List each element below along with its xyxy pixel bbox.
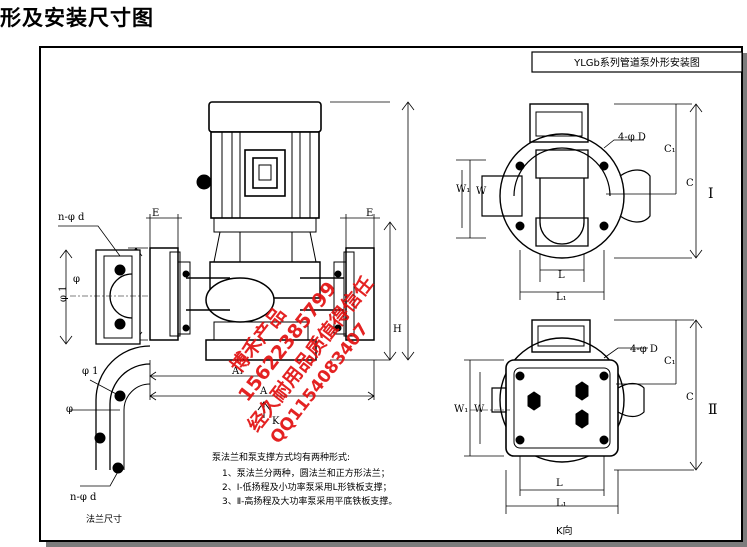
label-w-1: W [476, 186, 487, 197]
motor-knob [196, 174, 212, 190]
flange-caption: 法兰尺寸 [86, 513, 122, 525]
notes-item: 2、Ⅰ-低扬程及小功率泵采用L形铁板支撑； [222, 481, 392, 493]
label-a: A [259, 386, 268, 397]
label-phi-round: φ [66, 404, 73, 415]
label-c-2: C [686, 392, 694, 403]
label-c-1: C [686, 178, 694, 189]
label-phi1: φ 1 [58, 285, 69, 302]
pump-casing [209, 261, 321, 299]
motor-body [210, 131, 320, 219]
label-c1-1: C₁ [664, 144, 676, 155]
terminal-box [244, 149, 286, 197]
inlet-flange [149, 247, 179, 341]
label-l1-2: L₁ [556, 498, 567, 509]
k-view-caption: K向 [556, 524, 573, 537]
label-h: H [393, 324, 402, 335]
page-heading: 形及安装尺寸图 [0, 6, 154, 30]
label-n-phi-d-round: n-φ d [70, 492, 97, 503]
notes-title: 泵法兰和泵支撑方式均有两种形式: [212, 451, 350, 463]
label-e-right: E [366, 208, 373, 219]
label-a1: A₁ [231, 366, 243, 377]
label-w1-1: W₁ [456, 184, 470, 195]
label-roman-2: Ⅱ [708, 402, 718, 418]
drawing-frame [39, 46, 743, 542]
notes-item: 3、Ⅱ-高扬程及大功率泵采用平底铁板支撑。 [222, 495, 397, 507]
label-n-phi-d: n-φ d [58, 212, 85, 223]
outlet-flange [345, 247, 375, 341]
label-c1-2: C₁ [664, 356, 676, 367]
label-w1-2: W₁ [454, 404, 468, 415]
label-e-left: E [152, 208, 159, 219]
motor-cap [208, 101, 322, 133]
round-flange [95, 345, 151, 470]
label-4phiD-1: 4-φ D [618, 132, 646, 143]
title-box [531, 51, 743, 73]
title-box-text: YLGb系列管道泵外形安装图 [573, 56, 700, 69]
label-l1-1: L₁ [556, 292, 567, 303]
square-flange [95, 249, 141, 345]
label-w-2: W [474, 404, 485, 415]
notes-block: 泵法兰和泵支撑方式均有两种形式: 1、泵法兰分两种，圆法兰和正方形法兰； 2、Ⅰ… [212, 451, 397, 507]
notes-item: 1、泵法兰分两种，圆法兰和正方形法兰； [222, 467, 390, 479]
label-roman-1: Ⅰ [708, 186, 714, 202]
dimension-labels: n-φ d E E φ φ 1 H A₁ A K φ 1 φ n-φ d 法兰尺… [58, 132, 718, 537]
label-k: K [272, 416, 280, 427]
label-phi1-round: φ 1 [82, 366, 99, 377]
label-l-1: L [558, 270, 565, 281]
label-4phiD-2: 4-φ D [630, 344, 658, 355]
label-phi: φ [73, 274, 80, 285]
top-view-2-motor [531, 319, 591, 353]
label-l-2: L [556, 478, 563, 489]
